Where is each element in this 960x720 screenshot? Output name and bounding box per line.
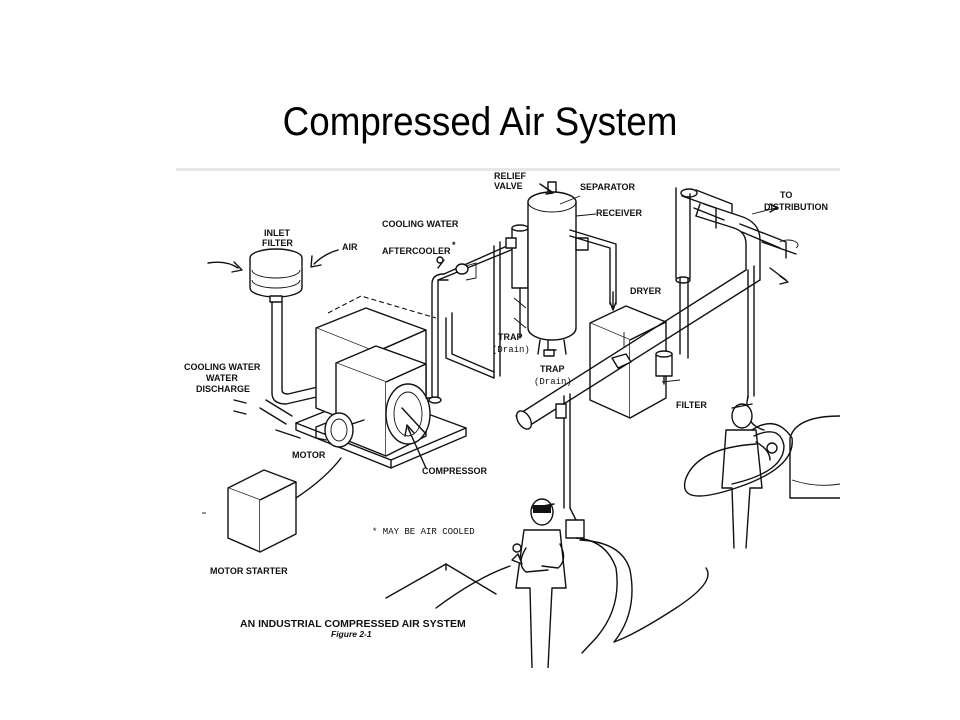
label-asterisk: * — [452, 240, 456, 250]
distribution-arrow-line — [693, 207, 725, 221]
scan-edge — [176, 168, 840, 171]
inlet-filter — [249, 248, 303, 303]
figure-caption: AN INDUSTRIAL COMPRESSED AIR SYSTEM — [240, 618, 466, 630]
label-aftercooler: AFTERCOOLER — [382, 246, 451, 256]
hose-center — [575, 537, 618, 654]
motor-starter — [227, 469, 297, 553]
compressed-air-system-diagram: RELIEF VALVE SEPARATOR RECEIVER TO DISTR… — [176, 168, 840, 668]
worker-right — [721, 403, 778, 549]
diagram-labels: RELIEF VALVE SEPARATOR RECEIVER TO DISTR… — [184, 171, 828, 639]
starter-cable — [295, 457, 342, 499]
label-trap-right-2: (Drain) — [534, 377, 572, 387]
label-cooling-water-left-3: DISCHARGE — [196, 384, 250, 394]
label-cooling-water-top: COOLING WATER — [382, 219, 459, 229]
hose-right — [683, 422, 793, 497]
cooling-return-line — [445, 317, 495, 379]
label-dryer: DRYER — [630, 286, 662, 296]
separator — [505, 224, 529, 339]
label-cooling-water-left-2: WATER — [206, 373, 238, 383]
drop-line-right — [747, 265, 755, 399]
label-relief-valve-1: RELIEF — [494, 171, 527, 181]
air-arrow-left — [207, 261, 239, 269]
label-air: AIR — [342, 242, 358, 252]
label-receiver: RECEIVER — [596, 208, 643, 218]
figure-subcaption: Figure 2-1 — [331, 629, 372, 639]
diagram-drawing: RELIEF VALVE SEPARATOR RECEIVER TO DISTR… — [176, 168, 840, 668]
foreground-bench — [385, 563, 497, 599]
air-arrow-right — [313, 249, 339, 265]
label-trap-right-1: TRAP — [540, 364, 565, 374]
aftercooler — [425, 241, 517, 404]
label-motor: MOTOR — [292, 450, 326, 460]
worker-center — [435, 498, 567, 668]
riser-pipe — [695, 215, 747, 271]
label-separator: SEPARATOR — [580, 182, 636, 192]
motor — [315, 412, 365, 448]
label-cooling-water-left-1: COOLING WATER — [184, 362, 261, 372]
label-note: * MAY BE AIR COOLED — [372, 527, 475, 537]
label-motor-starter: MOTOR STARTER — [210, 566, 288, 576]
label-relief-valve-2: VALVE — [494, 181, 523, 191]
label-trap-left-1: TRAP — [498, 332, 523, 342]
right-tank — [789, 415, 840, 499]
slide-title: Compressed Air System — [282, 100, 678, 144]
label-filter: FILTER — [676, 400, 707, 410]
label-trap-left-2: (Drain) — [492, 345, 530, 355]
receiver-tank — [527, 181, 589, 357]
label-inlet-filter-1: INLET — [264, 228, 291, 238]
label-to-distribution-2: DISTRIBUTION — [764, 202, 828, 212]
water-dash-line — [327, 295, 437, 319]
intake-pipe — [271, 301, 357, 405]
receiver-outlet-pipe — [569, 235, 611, 305]
filter — [655, 350, 681, 385]
label-compressor: COMPRESSOR — [422, 466, 488, 476]
drop-pipe-right — [679, 277, 689, 359]
cooling-water-lines — [259, 399, 293, 425]
label-to-distribution-1: TO — [780, 190, 792, 200]
label-inlet-filter-2: FILTER — [262, 238, 293, 248]
